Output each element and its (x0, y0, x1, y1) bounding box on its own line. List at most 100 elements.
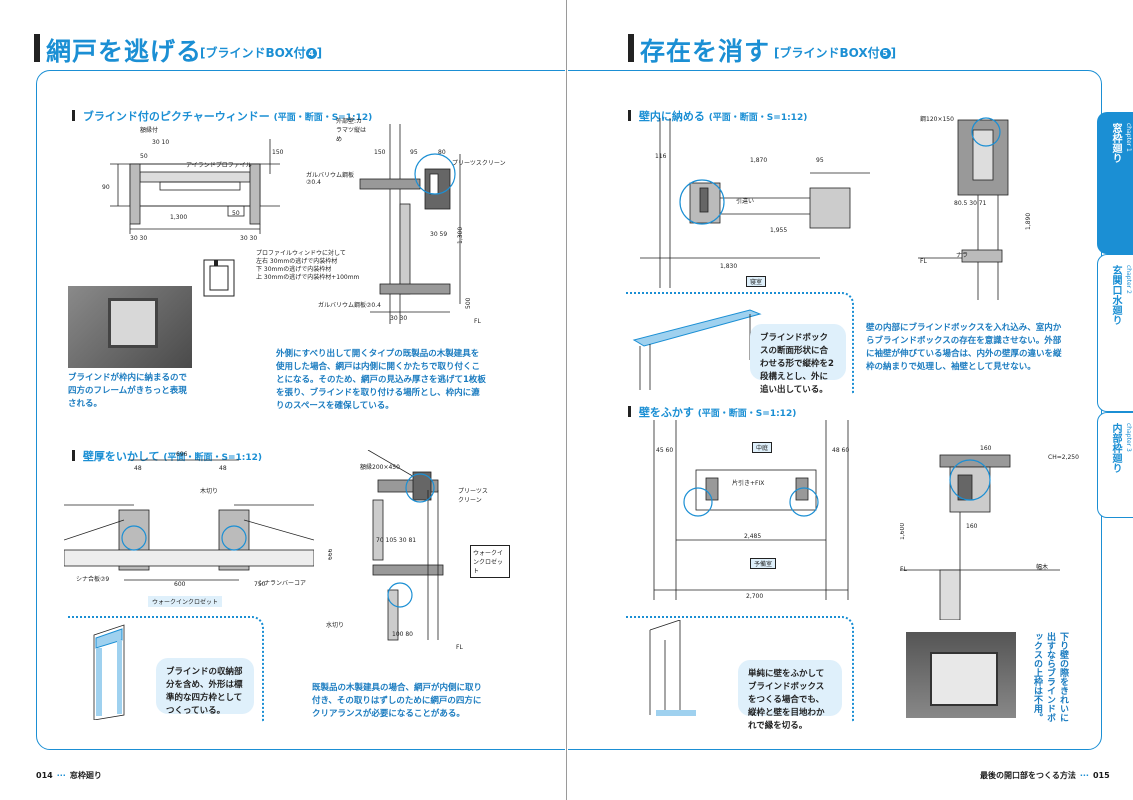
note-bottom: 下 30mmの逃げで内装枠材 (256, 266, 332, 273)
right-footer: 最後の開口部をつくる方法···015 (980, 770, 1110, 781)
title-bar-mark (34, 34, 40, 62)
label-fl-1: FL (474, 318, 481, 325)
left-footer-label: 窓枠廻り (69, 771, 102, 780)
left-page-number: 014 (36, 771, 53, 780)
tab-2-chapter: chapter 2 (1125, 265, 1132, 294)
heading-text: ブラインド付のピクチャーウィンドー (82, 110, 270, 123)
corner-detail-drawing (194, 252, 244, 302)
frame-sketch-svg (93, 624, 125, 720)
right-subtitle-badge: 5 (879, 48, 891, 59)
dim-1830: 1,830 (720, 263, 737, 270)
label-galvalume-2: ガルバリウム鋼板⑦0.4 (318, 302, 381, 309)
dim-48-60: 48 60 (832, 447, 849, 454)
section-drawing-picture-window: 150 95 80 1,300 30 59 30 30 500 (330, 124, 480, 324)
label-fl-2: FL (456, 644, 463, 651)
section-heading-picture-window: ブラインド付のピクチャーウィンドー (平面・断面・S=1:12) (72, 108, 372, 124)
room-photo-right (906, 632, 1016, 718)
section-drawing-svg: 150 95 80 1,300 30 59 30 30 500 (359, 124, 472, 324)
dim-160b: 160 (966, 523, 978, 530)
tab-chapter-2[interactable]: chapter 2 玄関口水廻り (1097, 254, 1133, 412)
dim-90: 90 (102, 184, 110, 191)
plan-drawing-picture-window: 1,300 30 10 50 50 30 30 30 30 90 150 (100, 124, 290, 244)
plan-wall-svg: 696 48 48 600 750 (64, 451, 314, 588)
section-drawing-in-wall: 80.5 30 71 1,890 (918, 110, 1038, 300)
right-footer-label: 最後の開口部をつくる方法 (980, 771, 1076, 780)
tab-2-label: 玄関口水廻り (1110, 265, 1121, 325)
dim-2700: 2,700 (746, 593, 763, 600)
heading-text-4: 壁をふかす (638, 406, 694, 419)
dim-45-60: 45 60 (656, 447, 673, 454)
right-page-title: 存在を消す (640, 37, 771, 66)
body-text-right1: 壁の内部にブラインドボックスを入れ込み、室内からブラインドボックスの存在を意識さ… (866, 323, 1062, 372)
dim-95: 95 (410, 149, 418, 156)
heading-scale: (平面・断面・S=1:12) (273, 113, 373, 123)
section-furring-svg: 160 160 1,600 (900, 445, 1060, 620)
dotted-illustration-box-right1 (626, 292, 854, 394)
dim-160: 160 (980, 445, 992, 452)
right-subtitle-end: ] (890, 46, 897, 60)
dim-150: 150 (272, 149, 284, 156)
tab-1-label: 窓枠廻り (1110, 123, 1121, 163)
bubble-right1: ブラインドボックスの断面形状に合わせる形で縦枠を2段構えとし、外に追い出している… (750, 324, 846, 395)
label-island-profile: アイランドプロファイル (186, 162, 252, 169)
photo-caption-left: ブラインドが枠内に納まるので四方のフレームがきちっと表現される。 (68, 373, 188, 409)
footer-dots-left: ··· (56, 771, 66, 780)
dim-30-59: 30 59 (430, 231, 447, 238)
tab-chapter-3[interactable]: chapter 3 内部枠廻り (1097, 412, 1133, 518)
dim-750: 750 (254, 581, 266, 588)
dim-666: 666 (328, 548, 334, 560)
label-fl-3: FL (920, 258, 927, 265)
dim-70-105: 70 105 30 81 (376, 537, 416, 544)
body-text-section1: 外側にすべり出して開くタイプの既製品の木製建具を使用した場合、網戸は内側に開くか… (276, 349, 486, 411)
vertical-note: 下り壁の際をきれいに出すならブラインドボックスの上枠は不用。 (1032, 632, 1068, 722)
section-drawing-furring: 160 160 1,600 (900, 430, 1060, 620)
right-page-number: 015 (1092, 771, 1110, 780)
dim-1870: 1,870 (750, 157, 767, 164)
dim-30-30b: 30 30 (240, 235, 257, 242)
label-walkin-closet: ウォークインクロゼット (148, 596, 223, 607)
plan-drawing-in-wall: 1,870 1,955 1,830 95 116 (640, 118, 880, 288)
body-text-section2: 既製品の木製建具の場合、網戸が内側に取り付き、その取りはずしのために網戸の四方に… (312, 683, 483, 719)
dim-50: 50 (140, 153, 148, 160)
label-shina-plywood: シナ合板⑦9 (76, 576, 110, 583)
profile-window-notes: プロファイルウィンドウに対して 左右 30mmの逃げで内装枠材 下 30mmの逃… (256, 250, 359, 282)
plan-drawing-furring: 2,485 2,700 45 60 48 60 (636, 420, 866, 600)
left-subtitle-badge: 4 (305, 48, 317, 59)
left-subtitle-end: ] (316, 46, 323, 60)
note-profile-window: プロファイルウィンドウに対して (256, 250, 346, 257)
label-pleated-screen: プリーツスクリーン (452, 160, 506, 167)
page-fold-line (566, 0, 567, 800)
dotted-illustration-box-left (68, 616, 264, 722)
corner-detail-svg (203, 259, 235, 297)
section-in-wall-svg: 80.5 30 71 1,890 (918, 117, 1032, 300)
dim-30-30: 30 30 (130, 235, 147, 242)
dim-50b: 50 (232, 210, 240, 217)
label-mizukiri-2: 水切り (326, 622, 345, 629)
section-heading-furring: 壁をふかす (平面・断面・S=1:12) (628, 404, 796, 420)
dim-30-10: 30 10 (152, 139, 169, 146)
heading-scale-3: (平面・断面・S=1:12) (708, 113, 808, 123)
label-courtyard: 中庭 (752, 442, 773, 453)
dim-1300: 1,300 (170, 214, 187, 221)
label-ch: CH=2,250 (1048, 454, 1079, 461)
footer-dots-right: ··· (1079, 771, 1089, 780)
label-spare-room: 予備室 (750, 558, 777, 569)
tab-1-text: chapter 1 窓枠廻り (1108, 123, 1132, 163)
dim-2485: 2,485 (744, 533, 761, 540)
label-frame: 額縁付 (140, 127, 159, 134)
note-top: 上 30mmの逃げで内装枠材+100mm (256, 274, 360, 281)
tab-2-text: chapter 2 玄関口水廻り (1108, 265, 1132, 325)
tab-3-label: 内部枠廻り (1110, 423, 1121, 473)
label-nara: ナラ (956, 252, 969, 259)
label-hikichigai: 引違い (736, 198, 755, 205)
dim-500: 500 (465, 297, 472, 309)
frame-sketch-left (84, 620, 164, 720)
frame-sketch-right-svg (649, 620, 696, 716)
plan-drawing-wall-thickness: 696 48 48 600 750 (64, 450, 314, 600)
tab-3-chapter: chapter 3 (1125, 423, 1132, 452)
tab-chapter-1[interactable]: chapter 1 窓枠廻り (1097, 112, 1133, 254)
plan-in-wall-svg: 1,870 1,955 1,830 95 116 (640, 118, 870, 288)
dim-150v: 150 (374, 149, 386, 156)
dotted-illustration-box-right2 (626, 616, 854, 722)
